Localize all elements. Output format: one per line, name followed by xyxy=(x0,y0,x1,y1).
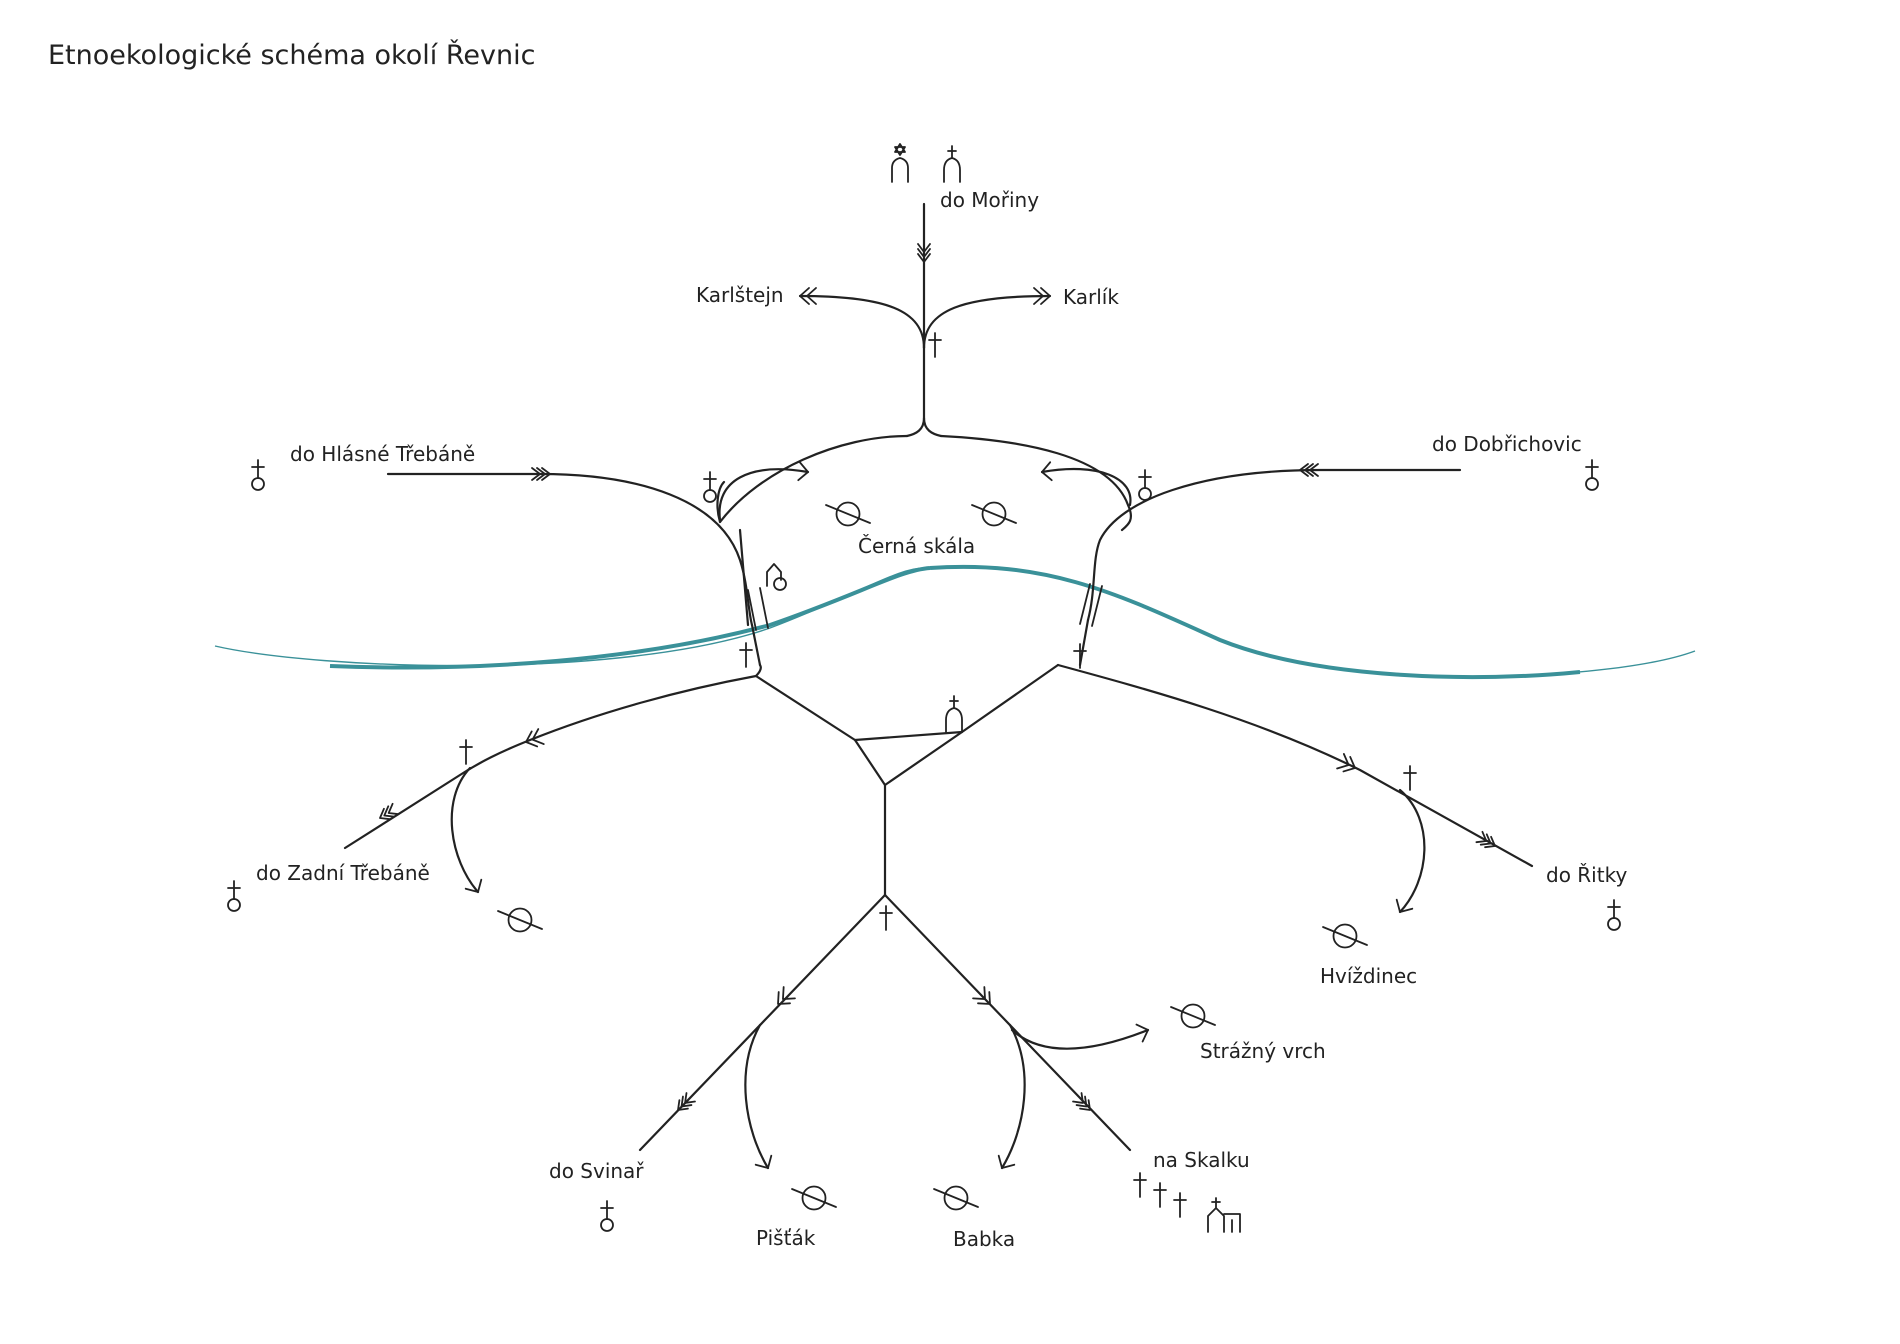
river xyxy=(214,564,1696,680)
label-hvizdinec: Hvíždinec xyxy=(1320,964,1417,988)
shrine-icon xyxy=(766,563,787,591)
label-do-hlasne-trebane: do Hlásné Třebáně xyxy=(290,442,475,466)
place-labels: do Mořiny Karlštejn Karlík do Hlásné Tře… xyxy=(256,188,1627,1251)
label-do-dobrichovic: do Dobřichovic xyxy=(1432,432,1582,456)
label-do-svinar: do Svinař xyxy=(549,1159,644,1183)
synagogue-icon xyxy=(891,143,909,183)
label-na-skalku: na Skalku xyxy=(1153,1148,1250,1172)
page-title: Etnoekologické schéma okolí Řevnic xyxy=(48,40,536,71)
label-karlstejn: Karlštejn xyxy=(696,283,784,307)
label-babka: Babka xyxy=(953,1227,1015,1251)
label-karlik: Karlík xyxy=(1063,285,1119,309)
label-pistak: Pišťák xyxy=(756,1226,816,1250)
label-do-zadni-trebane: do Zadní Třebáně xyxy=(256,861,430,885)
arrowheads xyxy=(376,243,1499,1174)
label-do-ritky: do Řitky xyxy=(1546,863,1627,887)
label-strazny-vrch: Strážný vrch xyxy=(1200,1039,1326,1063)
church-icon xyxy=(943,145,963,733)
cemetery-icon xyxy=(227,459,1621,1232)
forest-chapel-icon xyxy=(1207,1197,1241,1233)
road-network xyxy=(343,202,1534,1170)
label-do-moriny: do Mořiny xyxy=(940,188,1039,212)
label-cerna-skala: Černá skála xyxy=(858,534,975,558)
viewpoint-icon xyxy=(497,501,1368,1211)
wayside-cross-icon xyxy=(459,332,1417,1218)
